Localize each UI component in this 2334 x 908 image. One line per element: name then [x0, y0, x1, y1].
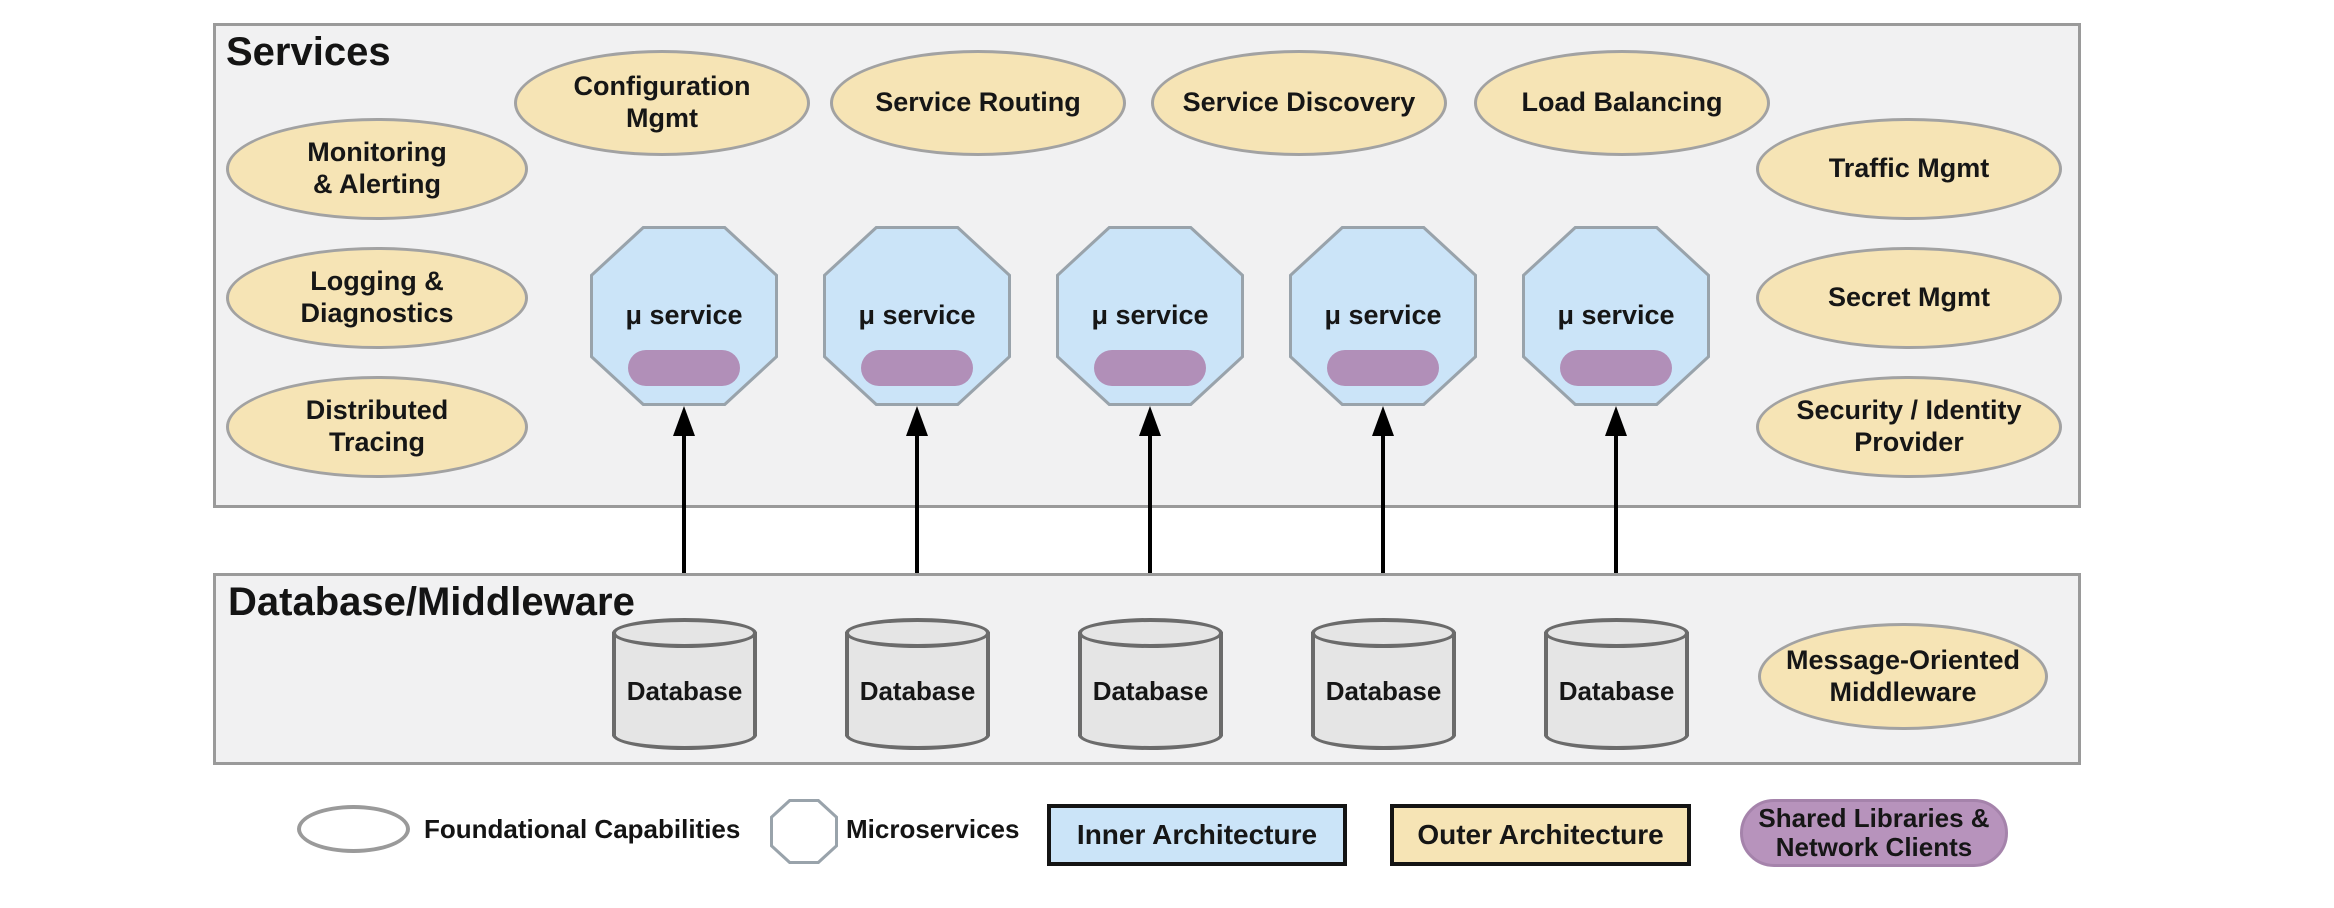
- legend-inner-architecture-label: Inner Architecture: [1076, 819, 1318, 851]
- cylinder-body: [1544, 632, 1689, 736]
- microservice-label: μ service: [625, 300, 743, 330]
- microservice-octagon-1: μ service: [590, 226, 778, 406]
- capability-ellipse-service-routing: Service Routing: [830, 50, 1126, 156]
- legend-outer-architecture-label: Outer Architecture: [1417, 819, 1664, 851]
- capability-label: Load Balancing: [1521, 87, 1723, 118]
- cylinder-top: [1544, 618, 1689, 648]
- legend-outer-architecture-box: Outer Architecture: [1390, 804, 1691, 866]
- legend-shared-libraries-label: Shared Libraries & Network Clients: [1758, 803, 1990, 862]
- cylinder-top: [1078, 618, 1223, 648]
- database-label: Database: [626, 676, 743, 706]
- shared-library-client-pill: [1327, 350, 1439, 386]
- capability-label: Monitoring & Alerting: [307, 137, 447, 199]
- database-cylinder-2: Database: [845, 618, 990, 750]
- cylinder-top: [612, 618, 757, 648]
- shared-library-client-pill: [1560, 350, 1672, 386]
- database-label: Database: [1092, 676, 1209, 706]
- microservice-octagon-4: μ service: [1289, 226, 1477, 406]
- database-cylinder-4: Database: [1311, 618, 1456, 750]
- microservice-label: μ service: [1324, 300, 1442, 330]
- cylinder-top: [845, 618, 990, 648]
- services-section-title: Services: [226, 30, 391, 74]
- database-cylinder-5: Database: [1544, 618, 1689, 750]
- capability-label: Secret Mgmt: [1827, 282, 1991, 313]
- capability-ellipse-configuration-mgmt: Configuration Mgmt: [514, 50, 810, 156]
- microservice-label: μ service: [1557, 300, 1675, 330]
- database-label: Database: [1558, 676, 1675, 706]
- capability-ellipse-load-balancing: Load Balancing: [1474, 50, 1770, 156]
- capability-label: Distributed Tracing: [305, 395, 449, 457]
- database-label: Database: [1325, 676, 1442, 706]
- shared-library-client-pill: [1094, 350, 1206, 386]
- shared-library-client-pill: [861, 350, 973, 386]
- database-label: Database: [859, 676, 976, 706]
- microservice-octagon-5: μ service: [1522, 226, 1710, 406]
- capability-ellipse-message-oriented-middleware: Message-Oriented Middleware: [1758, 623, 2048, 730]
- shared-library-client-pill: [628, 350, 740, 386]
- capability-label: Message-Oriented Middleware: [1785, 644, 2021, 707]
- legend-inner-architecture-box: Inner Architecture: [1047, 804, 1347, 866]
- legend-microservices-shape: [770, 799, 838, 864]
- capability-label: Service Routing: [875, 87, 1081, 118]
- capability-ellipse-service-discovery: Service Discovery: [1151, 50, 1447, 156]
- legend-foundational-capabilities-label: Foundational Capabilities: [424, 814, 741, 844]
- cylinder-body: [612, 632, 757, 736]
- legend-octagon-fill: [773, 802, 835, 861]
- legend-foundational-capabilities-shape: [297, 805, 410, 853]
- cylinder-body: [845, 632, 990, 736]
- capability-label: Traffic Mgmt: [1828, 153, 1990, 184]
- microservice-octagon-2: μ service: [823, 226, 1011, 406]
- database-middleware-section-title: Database/Middleware: [228, 580, 635, 624]
- cylinder-body: [1078, 632, 1223, 736]
- cylinder-top: [1311, 618, 1456, 648]
- database-cylinder-3: Database: [1078, 618, 1223, 750]
- capability-ellipse-distributed-tracing: Distributed Tracing: [226, 376, 528, 478]
- microservice-octagon-3: μ service: [1056, 226, 1244, 406]
- legend-microservices-label: Microservices: [846, 814, 1020, 844]
- legend-shared-libraries-pill: Shared Libraries & Network Clients: [1740, 799, 2008, 867]
- capability-ellipse-monitoring-alerting: Monitoring & Alerting: [226, 118, 528, 220]
- microservice-label: μ service: [858, 300, 976, 330]
- capability-ellipse-security-identity-provider: Security / Identity Provider: [1756, 376, 2062, 478]
- capability-label: Logging & Diagnostics: [300, 266, 454, 328]
- capability-label: Configuration Mgmt: [573, 71, 751, 133]
- capability-ellipse-secret-mgmt: Secret Mgmt: [1756, 247, 2062, 349]
- capability-label: Service Discovery: [1182, 87, 1416, 118]
- cylinder-body: [1311, 632, 1456, 736]
- microservice-label: μ service: [1091, 300, 1209, 330]
- capability-ellipse-logging-diagnostics: Logging & Diagnostics: [226, 247, 528, 349]
- capability-ellipse-traffic-mgmt: Traffic Mgmt: [1756, 118, 2062, 220]
- capability-label: Security / Identity Provider: [1796, 395, 2022, 457]
- database-cylinder-1: Database: [612, 618, 757, 750]
